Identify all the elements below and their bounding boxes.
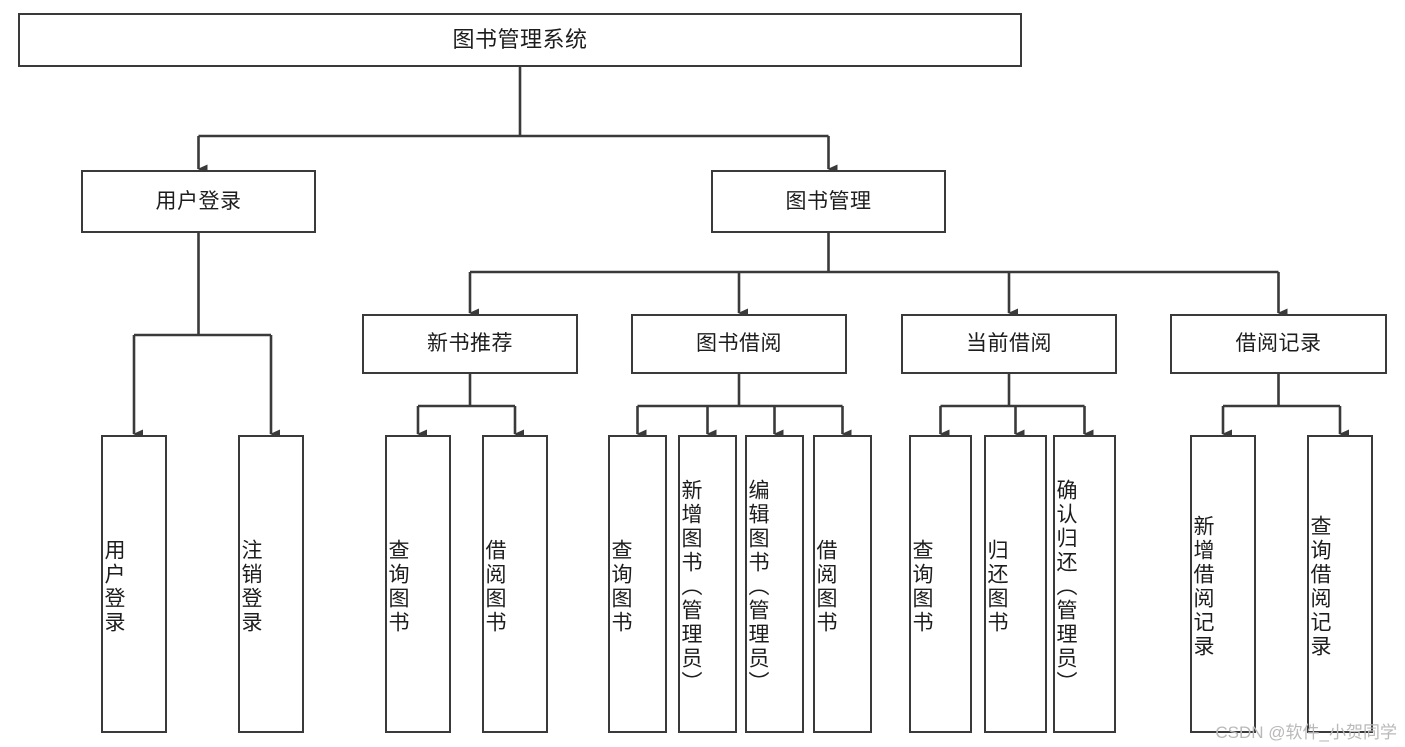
- node-bookmgmt[interactable]: 图书管理: [711, 170, 946, 233]
- node-label: 归还图书: [985, 539, 1008, 635]
- node-label: 新书推荐: [427, 332, 513, 356]
- node-label: 查询图书: [609, 539, 632, 635]
- node-l2[interactable]: 注销登录: [238, 435, 304, 733]
- node-l11[interactable]: 确认归还（管理员）: [1053, 435, 1116, 733]
- node-label: 新增借阅记录: [1191, 515, 1214, 659]
- node-l13[interactable]: 查询借阅记录: [1307, 435, 1373, 733]
- node-label: 图书管理系统: [452, 26, 588, 52]
- node-login[interactable]: 用户登录: [81, 170, 316, 233]
- node-label: 借阅图书: [814, 539, 837, 635]
- node-label: 注销登录: [239, 539, 262, 635]
- node-label: 图书管理: [785, 189, 872, 213]
- node-label: 查询借阅记录: [1308, 515, 1331, 659]
- node-label: 新增图书（管理员）: [679, 479, 702, 695]
- node-records[interactable]: 借阅记录: [1170, 314, 1387, 374]
- node-l3[interactable]: 查询图书: [385, 435, 451, 733]
- node-l6[interactable]: 新增图书（管理员）: [678, 435, 737, 733]
- node-label: 图书借阅: [696, 332, 782, 356]
- node-root[interactable]: 图书管理系统: [18, 13, 1022, 67]
- node-label: 确认归还（管理员）: [1054, 479, 1077, 695]
- node-label: 借阅记录: [1235, 332, 1322, 356]
- node-l1[interactable]: 用户登录: [101, 435, 167, 733]
- node-label: 查询图书: [386, 539, 409, 635]
- node-label: 用户登录: [102, 539, 125, 635]
- node-label: 借阅图书: [483, 539, 506, 635]
- node-borrow[interactable]: 图书借阅: [631, 314, 847, 374]
- node-current[interactable]: 当前借阅: [901, 314, 1117, 374]
- node-l12[interactable]: 新增借阅记录: [1190, 435, 1256, 733]
- node-l7[interactable]: 编辑图书（管理员）: [745, 435, 804, 733]
- node-label: 用户登录: [155, 189, 242, 213]
- node-l5[interactable]: 查询图书: [608, 435, 667, 733]
- node-label: 编辑图书（管理员）: [746, 479, 769, 695]
- node-l4[interactable]: 借阅图书: [482, 435, 548, 733]
- node-l8[interactable]: 借阅图书: [813, 435, 872, 733]
- node-l10[interactable]: 归还图书: [984, 435, 1047, 733]
- node-label: 当前借阅: [966, 332, 1052, 356]
- node-label: 查询图书: [910, 539, 933, 635]
- node-l9[interactable]: 查询图书: [909, 435, 972, 733]
- node-newbook[interactable]: 新书推荐: [362, 314, 578, 374]
